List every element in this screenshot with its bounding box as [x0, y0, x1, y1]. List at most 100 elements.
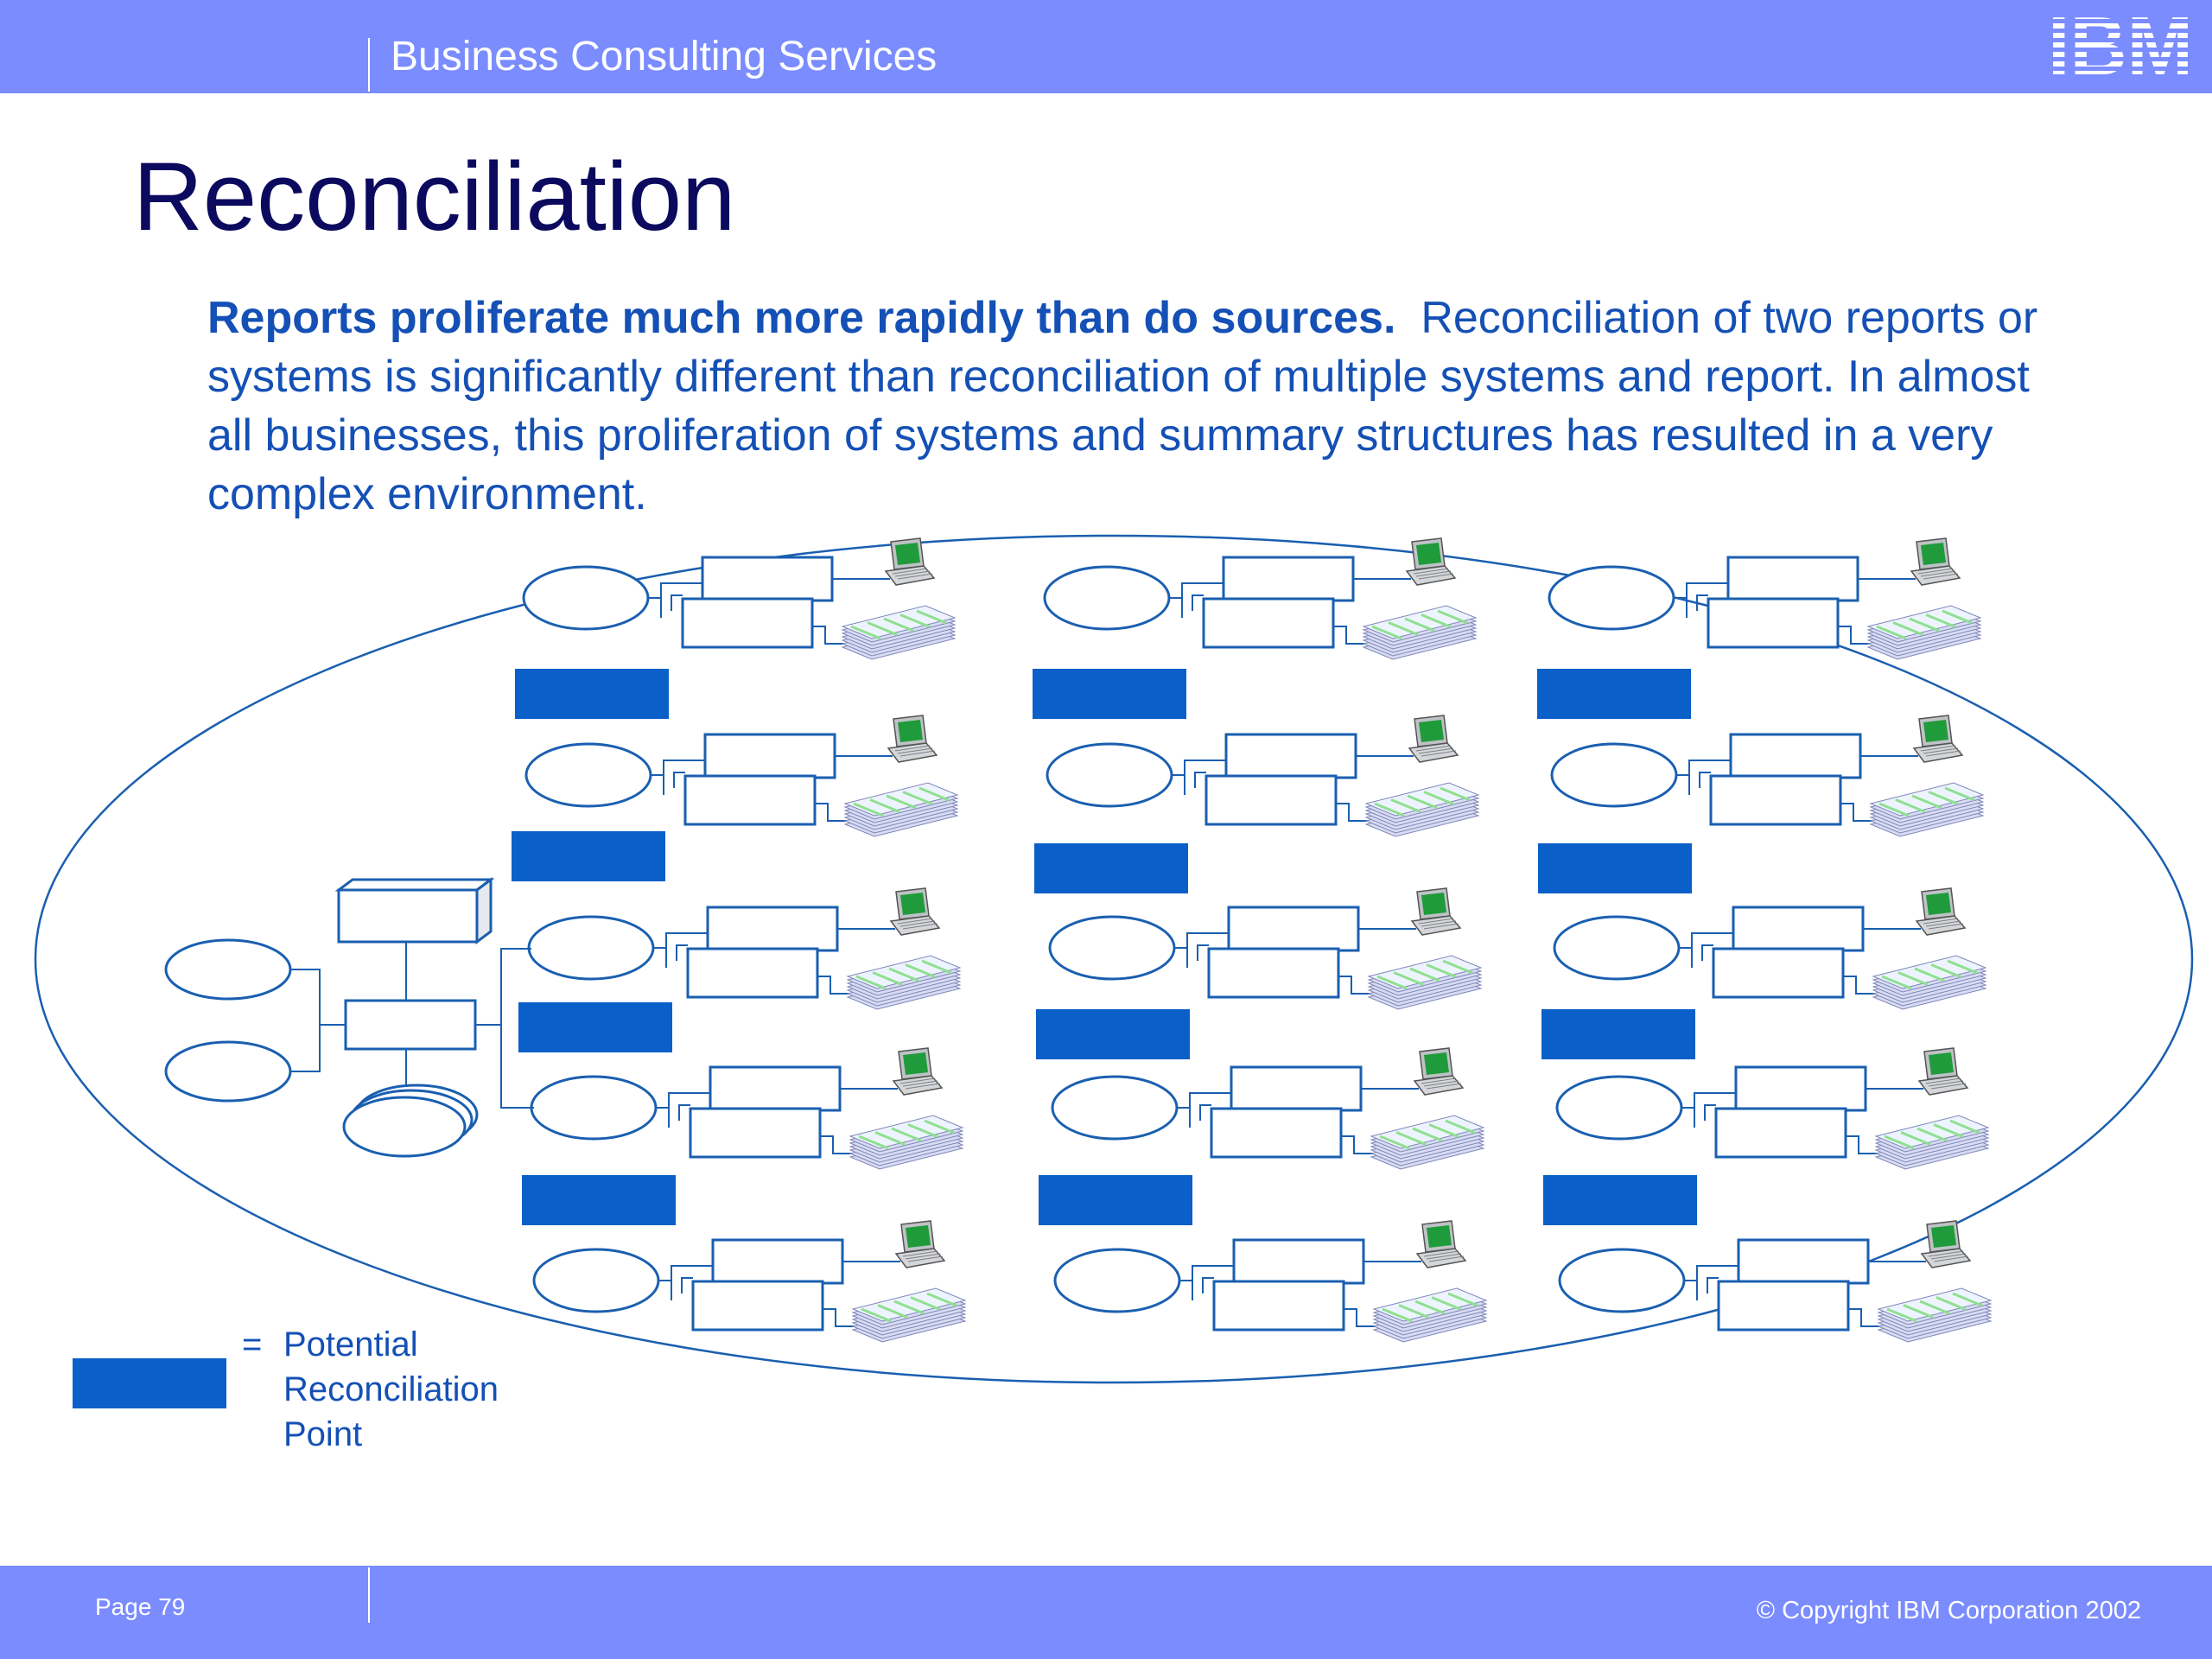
report-box-1-a: [703, 733, 836, 779]
source-oval-4: [532, 1248, 660, 1313]
report-stack-icon: [851, 1287, 967, 1343]
legend-reconciliation-box: [73, 1358, 226, 1408]
warehouse-box-side: [475, 877, 493, 944]
report-box-3-b: [689, 1107, 822, 1159]
report-stack-icon: [849, 1115, 964, 1170]
report-box-0-a: [701, 556, 834, 602]
ibm-logo: IBM: [2048, 14, 2193, 76]
laptop-icon: [1405, 537, 1457, 586]
footer-divider: [368, 1567, 370, 1623]
body-paragraph: Reports proliferate much more rapidly th…: [207, 289, 2056, 524]
report-stack-icon: [1877, 1287, 1993, 1343]
report-box-13-b: [1714, 1107, 1847, 1159]
reconciliation-point-11: [1543, 1175, 1697, 1225]
source-oval-1: [524, 742, 652, 808]
report-box-11-a: [1729, 733, 1862, 779]
footer-bar: Page 79 © Copyright IBM Corporation 2002: [0, 1566, 2212, 1659]
source-oval-9: [1053, 1248, 1181, 1313]
report-box-12-b: [1712, 947, 1845, 999]
reconciliation-point-9: [522, 1175, 676, 1225]
section-title: Business Consulting Services: [391, 34, 938, 79]
laptop-icon: [1415, 1220, 1467, 1268]
reconciliation-point-2: [1537, 669, 1691, 719]
report-box-6-b: [1205, 774, 1338, 826]
source-oval-12: [1553, 915, 1681, 981]
report-box-9-b: [1212, 1280, 1345, 1332]
laptop-icon: [887, 715, 938, 763]
report-stack-icon: [1364, 782, 1480, 837]
report-box-2-b: [686, 947, 819, 999]
copyright: © Copyright IBM Corporation 2002: [1756, 1597, 2141, 1624]
laptop-icon: [892, 1047, 944, 1096]
laptop-icon: [1915, 887, 1967, 936]
report-stack-icon: [1869, 782, 1985, 837]
laptop-icon: [894, 1220, 946, 1268]
source-oval-7: [1048, 915, 1176, 981]
source-oval-left-1: [164, 938, 292, 1001]
header-bar: Business Consulting Services IBM: [0, 0, 2212, 93]
report-stack-icon: [1872, 955, 1987, 1010]
reconciliation-point-8: [1541, 1009, 1695, 1059]
source-oval-14: [1558, 1248, 1686, 1313]
source-oval-2: [527, 915, 655, 981]
reconciliation-point-4: [1034, 843, 1188, 893]
report-stack-icon: [1874, 1115, 1990, 1170]
report-box-7-a: [1227, 906, 1360, 952]
laptop-icon: [1912, 715, 1964, 763]
reconciliation-point-3: [512, 831, 665, 881]
reconciliation-point-6: [518, 1002, 672, 1052]
source-oval-6: [1046, 742, 1173, 808]
report-box-9-a: [1232, 1238, 1365, 1285]
laptop-icon: [1408, 715, 1459, 763]
report-stack-icon: [843, 782, 959, 837]
report-box-7-b: [1207, 947, 1340, 999]
reconciliation-point-5: [1538, 843, 1692, 893]
central-system-box: [344, 999, 477, 1051]
source-oval-5: [1043, 565, 1171, 631]
stacked-oval-1: [342, 1096, 467, 1158]
report-box-8-b: [1210, 1107, 1343, 1159]
report-box-14-a: [1737, 1238, 1870, 1285]
legend-label: Potential Reconciliation Point: [283, 1325, 499, 1453]
reconciliation-point-10: [1039, 1175, 1192, 1225]
report-box-14-b: [1717, 1280, 1850, 1332]
source-oval-3: [530, 1075, 658, 1141]
laptop-icon: [1920, 1220, 1972, 1268]
slide-title: Reconciliation: [133, 143, 736, 251]
page-number: Page 79: [95, 1593, 186, 1620]
report-box-11-b: [1709, 774, 1842, 826]
report-box-1-b: [683, 774, 817, 826]
warehouse-box-top: [334, 878, 495, 892]
laptop-icon: [1413, 1047, 1465, 1096]
reconciliation-point-0: [515, 669, 669, 719]
report-box-5-a: [1222, 556, 1355, 602]
source-oval-13: [1555, 1075, 1683, 1141]
report-stack-icon: [846, 955, 962, 1010]
source-oval-0: [522, 565, 650, 631]
reconciliation-point-7: [1036, 1009, 1190, 1059]
report-box-10-a: [1726, 556, 1859, 602]
report-box-10-b: [1707, 597, 1840, 649]
report-box-0-b: [681, 597, 814, 649]
body-lead: Reports proliferate much more rapidly th…: [207, 293, 1396, 343]
report-stack-icon: [1362, 605, 1478, 660]
report-box-8-a: [1230, 1065, 1363, 1112]
source-oval-8: [1051, 1075, 1179, 1141]
laptop-icon: [1917, 1047, 1969, 1096]
report-box-2-a: [706, 906, 839, 952]
report-box-4-b: [691, 1280, 824, 1332]
reconciliation-diagram: [34, 534, 2194, 1384]
warehouse-box: [337, 888, 479, 944]
report-box-4-a: [711, 1238, 844, 1285]
report-box-5-b: [1202, 597, 1335, 649]
report-box-3-a: [709, 1065, 842, 1112]
source-oval-11: [1550, 742, 1678, 808]
report-stack-icon: [1367, 955, 1483, 1010]
report-box-13-a: [1734, 1065, 1867, 1112]
source-oval-10: [1548, 565, 1675, 631]
laptop-icon: [1410, 887, 1462, 936]
laptop-icon: [889, 887, 941, 936]
body-text: Reconciliation of two reports or systems…: [207, 293, 2038, 519]
enclosing-ellipse: [34, 534, 2194, 1384]
laptop-icon: [1910, 537, 1961, 586]
